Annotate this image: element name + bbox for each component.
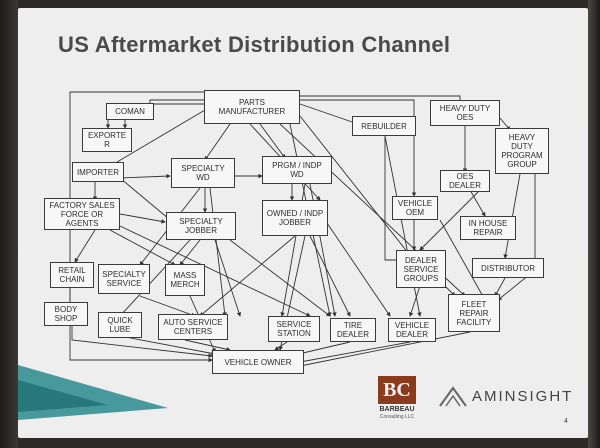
barbeau-logo-name: BARBEAU <box>379 406 415 413</box>
node-mass-merch: MASS MERCH <box>165 264 205 296</box>
node-factory-sales: FACTORY SALES FORCE OR AGENTS <box>44 198 120 230</box>
slide-title: US Aftermarket Distribution Channel <box>58 32 451 57</box>
node-importer: IMPORTER <box>72 162 124 182</box>
node-body-shop: BODY SHOP <box>44 302 88 326</box>
node-prgm-indp-wd: PRGM / INDP WD <box>262 156 332 184</box>
node-rebuilder: REBUILDER <box>352 116 416 136</box>
aminsight-logo-icon <box>439 386 467 407</box>
node-specialty-service: SPECIALTY SERVICE <box>98 264 150 294</box>
page-number: 4 <box>564 418 568 425</box>
node-exporter: EXPORTE R <box>82 128 132 152</box>
barbeau-logo-subtitle: Consulting LLC <box>379 414 415 420</box>
aminsight-logo-text: AMINSIGHT <box>472 388 574 405</box>
node-coman: COMAN <box>106 103 154 120</box>
node-oes-dealer: OES DEALER <box>440 170 490 192</box>
node-parts-manufacturer: PARTS MANUFACTURER <box>204 90 300 124</box>
teal-accent-shape <box>18 365 168 420</box>
node-distributor: DISTRIBUTOR <box>472 258 544 278</box>
screen-edge-left <box>0 0 18 448</box>
node-quick-lube: QUICK LUBE <box>98 312 142 338</box>
node-heavy-duty-oes: HEAVY DUTY OES <box>430 100 500 126</box>
node-retail-chain: RETAIL CHAIN <box>50 262 94 288</box>
screen-edge-right <box>588 0 600 448</box>
node-auto-service-centers: AUTO SERVICE CENTERS <box>158 314 228 340</box>
node-tire-dealer: TIRE DEALER <box>330 318 376 342</box>
node-specialty-wd: SPECIALTY WD <box>171 158 235 188</box>
node-heavy-duty-program-group: HEAVY DUTY PROGRAM GROUP <box>495 128 549 174</box>
node-in-house-repair: IN HOUSE REPAIR <box>460 216 516 240</box>
node-vehicle-owner: VEHICLE OWNER <box>212 350 304 374</box>
barbeau-logo-mark: BC <box>378 376 416 404</box>
node-service-station: SERVICE STATION <box>268 316 320 342</box>
node-vehicle-dealer: VEHICLE DEALER <box>388 318 436 342</box>
node-vehicle-oem: VEHICLE OEM <box>392 196 438 220</box>
node-fleet-repair-facility: FLEET REPAIR FACILITY <box>448 294 500 332</box>
node-dealer-service-groups: DEALER SERVICE GROUPS <box>396 250 446 288</box>
node-specialty-jobber: SPECIALTY JOBBER <box>166 212 236 240</box>
node-owned-indp-jobber: OWNED / INDP JOBBER <box>262 200 328 236</box>
